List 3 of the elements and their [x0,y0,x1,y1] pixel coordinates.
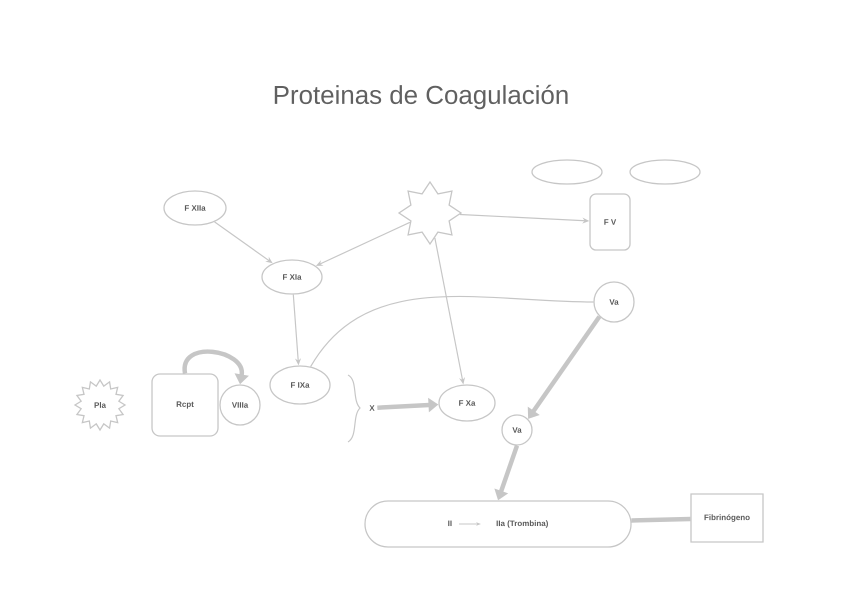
title: Proteinas de Coagulación [274,84,568,110]
oval [629,159,701,185]
oval [531,159,603,185]
